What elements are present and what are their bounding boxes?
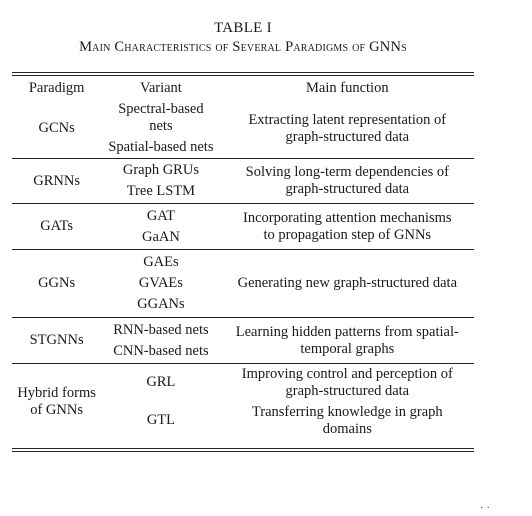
table-title: Main Characteristics of Several Paradigm…: [79, 39, 407, 55]
table-container: Paradigm Variant Main function GCNs Spec…: [12, 72, 474, 452]
variant-text: Tree LSTM: [126, 183, 196, 199]
header-variant: Variant: [139, 79, 182, 96]
page-edge-mark: · ·: [479, 502, 490, 514]
variant-text: GVAEs: [138, 275, 183, 291]
header-paradigm: Paradigm: [28, 79, 85, 96]
paradigm-text: GRNNs: [33, 172, 80, 189]
paradigm-cell: GRNNs: [12, 158, 102, 204]
characteristics-table: Paradigm Variant Main function GCNs Spec…: [12, 76, 474, 440]
paradigm-text: Hybrid forms of GNNs: [17, 384, 96, 418]
variant-cell: GTL: [101, 402, 220, 440]
function-text: Generating new graph-structured data: [237, 275, 458, 291]
paradigm-cell: GCNs: [12, 99, 102, 159]
function-cell: Learning hidden patterns from spatial- t…: [220, 317, 474, 364]
variant-text: GaAN: [141, 228, 180, 245]
paradigm-cell: GATs: [12, 203, 102, 250]
table-row: GTL Transferring knowledge in graph doma…: [12, 402, 474, 440]
variant-text: GRL: [146, 374, 176, 391]
table-row: Hybrid forms of GNNs GRL Improving contr…: [12, 364, 474, 418]
top-rule: [12, 72, 474, 76]
bottom-rule: [12, 447, 474, 452]
function-text: Incorporating attention mechanisms to pr…: [243, 209, 452, 243]
paradigm-text: GATs: [40, 218, 74, 234]
variant-text: Spectral-based nets: [118, 101, 204, 134]
function-cell: Extracting latent representation of grap…: [220, 99, 474, 159]
paradigm-cell: GGNs: [12, 249, 102, 318]
variant-cell: GRL: [101, 364, 220, 402]
paradigm-cell: STGNNs: [12, 317, 102, 364]
variant-cell: RNN-based nets CNN-based nets: [101, 317, 221, 364]
variant-text: Graph GRUs: [122, 162, 199, 178]
variant-cell: GAT GaAN: [101, 203, 221, 250]
paradigm-text: STGNNs: [29, 332, 84, 348]
function-cell: Transferring knowledge in graph domains: [221, 402, 474, 440]
paradigm-text: GCNs: [38, 120, 75, 136]
table-row: GRNNs Graph GRUs Tree LSTM Solving long-…: [12, 158, 474, 204]
header-main-function: Main function: [306, 79, 389, 96]
variant-text: Spatial-based nets: [108, 139, 214, 155]
table-row: GGNs GAEs GVAEs GGANs Generating new gra…: [12, 249, 474, 318]
header-row: Paradigm Variant Main function: [12, 76, 474, 99]
variant-cell: Spectral-based nets Spatial-based nets: [101, 99, 221, 159]
function-text: Solving long-term dependencies of graph-…: [245, 164, 449, 197]
variant-cell: Graph GRUs Tree LSTM: [101, 158, 221, 204]
variant-text: GAEs: [143, 254, 179, 270]
variant-text: GGANs: [137, 296, 185, 312]
table-row: GCNs Spectral-based nets Spatial-based n…: [12, 99, 474, 159]
table-label: TABLE I: [214, 20, 272, 36]
table-row: STGNNs RNN-based nets CNN-based nets Lea…: [12, 317, 474, 364]
function-cell: Solving long-term dependencies of graph-…: [220, 158, 474, 204]
function-text: Extracting latent representation of grap…: [248, 111, 447, 145]
function-cell: Improving control and perception of grap…: [221, 364, 474, 402]
function-cell: Generating new graph-structured data: [220, 249, 474, 318]
function-text: Improving control and perception of grap…: [241, 365, 453, 399]
variant-text: GTL: [146, 412, 175, 428]
variant-cell: GAEs GVAEs GGANs: [101, 249, 221, 318]
table-row: GATs GAT GaAN Incorporating attention me…: [12, 203, 474, 250]
function-text: Learning hidden patterns from spatial- t…: [235, 323, 459, 357]
function-text: Transferring knowledge in graph domains: [251, 403, 443, 437]
function-cell: Incorporating attention mechanisms to pr…: [220, 203, 474, 250]
variant-text: CNN-based nets: [113, 342, 209, 359]
variant-text: GAT: [146, 207, 176, 224]
paradigm-text: GGNs: [38, 275, 76, 291]
paradigm-cell: Hybrid forms of GNNs: [12, 364, 101, 440]
variant-text: RNN-based nets: [113, 321, 209, 338]
